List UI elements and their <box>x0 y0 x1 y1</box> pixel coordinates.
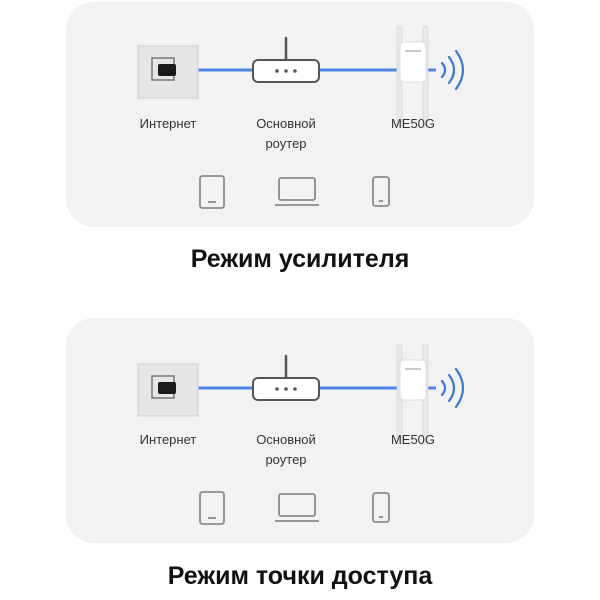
phone-icon <box>372 176 390 207</box>
extender-icon <box>396 343 429 445</box>
extender-label: ME50G <box>390 432 436 447</box>
tablet-icon <box>199 175 225 209</box>
extender-icon <box>396 25 429 127</box>
router-label-line1: Основной <box>256 432 316 447</box>
wall-socket-icon <box>137 363 199 417</box>
extender-mode-diagram: Интернет Основной роутер ME50G <box>66 2 534 227</box>
router-icon <box>252 36 320 83</box>
internet-label: Интернет <box>139 116 197 131</box>
tablet-icon <box>199 491 225 525</box>
wifi-waves-icon <box>440 49 465 91</box>
mode-title: Режим усилителя <box>190 245 410 273</box>
extender-label: ME50G <box>390 116 436 131</box>
phone-icon <box>372 492 390 523</box>
access-point-mode-diagram: Интернет Основной роутер ME50G <box>66 318 534 543</box>
laptop-icon <box>275 493 319 522</box>
wall-socket-icon <box>137 45 199 99</box>
internet-label: Интернет <box>139 432 197 447</box>
router-label-line1: Основной <box>256 116 316 131</box>
mode-title: Режим точки доступа <box>167 562 433 590</box>
router-label-line2: роутер <box>265 136 307 151</box>
network-diagram-graphic <box>137 25 465 209</box>
router-label-line2: роутер <box>265 452 307 467</box>
laptop-icon <box>275 177 319 206</box>
wifi-waves-icon <box>440 367 465 409</box>
router-icon <box>252 354 320 401</box>
network-diagram-graphic <box>137 343 465 525</box>
